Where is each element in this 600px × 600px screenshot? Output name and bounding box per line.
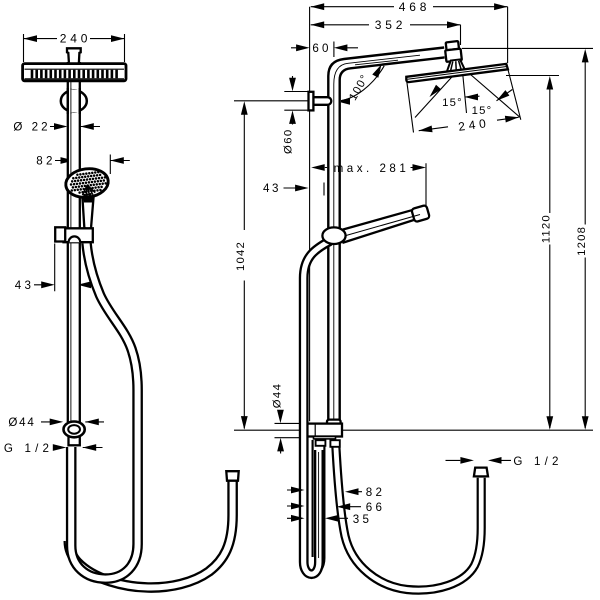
svg-text:G 1/2: G 1/2 [4,442,53,455]
svg-text:82: 82 [36,155,56,168]
svg-text:60: 60 [312,42,331,55]
svg-text:43: 43 [263,182,281,195]
svg-text:240: 240 [60,31,91,45]
svg-text:max. 281: max. 281 [334,162,410,175]
svg-text:1042: 1042 [235,241,247,271]
svg-text:Ø 22: Ø 22 [13,121,50,134]
svg-text:G 1/2: G 1/2 [513,455,562,468]
svg-text:15°: 15° [472,105,493,117]
svg-text:352: 352 [375,18,406,32]
svg-text:82: 82 [366,486,386,499]
svg-text:66: 66 [366,501,386,514]
svg-text:100°: 100° [347,72,371,102]
svg-text:1120: 1120 [541,214,553,243]
svg-text:Ø44: Ø44 [271,383,283,409]
svg-text:Ø44: Ø44 [8,416,35,429]
svg-text:Ø60: Ø60 [283,128,295,154]
svg-text:1208: 1208 [576,226,588,256]
svg-text:43: 43 [15,279,35,292]
svg-text:15°: 15° [442,97,463,109]
svg-text:240: 240 [457,116,490,134]
svg-text:468: 468 [399,0,430,14]
svg-text:35: 35 [353,513,373,526]
